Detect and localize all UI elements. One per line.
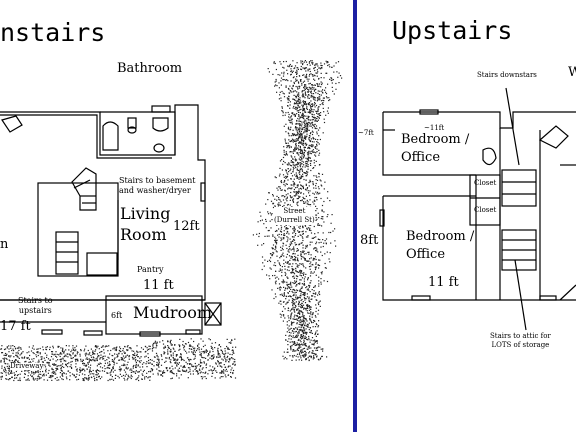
dim-8ft: 8ft <box>360 233 379 248</box>
driveway-label: Driveway <box>10 362 44 370</box>
dim-11ft-upstairs: 11 ft <box>428 275 459 290</box>
living-room-label: Living Room <box>120 204 171 244</box>
bedroom-office-1: Bedroom / Office <box>401 132 470 165</box>
dim-17ft: 17 ft <box>0 319 31 334</box>
downstairs-heading: nstairs <box>0 18 106 47</box>
mudroom-label: Mudroom <box>133 303 213 322</box>
dim-7ft: ~7ft <box>358 129 374 137</box>
street-label: Street (Durrell St) <box>274 207 315 226</box>
closet-1: Closet <box>474 179 497 187</box>
pantry-label: Pantry <box>137 265 164 274</box>
driveway-texture <box>0 338 237 382</box>
dim-11ft-downstairs: 11 ft <box>143 278 174 293</box>
living-room-width: 12ft <box>173 219 200 234</box>
mudroom-width: 6ft <box>111 311 123 320</box>
bedroom-office-2: Bedroom / Office <box>406 229 475 262</box>
upstairs-walls <box>379 87 576 331</box>
left-edge-char: n <box>0 237 9 252</box>
stairs-upstairs-label: Stairs to upstairs <box>18 296 53 315</box>
stairs-basement-label: Stairs to basement and washer/dryer <box>119 176 196 195</box>
downstairs-walls <box>0 104 222 337</box>
dim-11ft-top: ~11ft <box>424 124 445 132</box>
closet-2: Closet <box>474 206 497 214</box>
stairs-attic-label: Stairs to attic for LOTS of storage <box>490 332 551 350</box>
street-texture <box>252 60 343 362</box>
right-edge-char: W <box>568 65 576 80</box>
stairs-downstairs-label: Stairs downstars <box>477 71 537 79</box>
upstairs-heading: Upstairs <box>392 16 513 45</box>
bathroom-label: Bathroom <box>117 61 183 76</box>
